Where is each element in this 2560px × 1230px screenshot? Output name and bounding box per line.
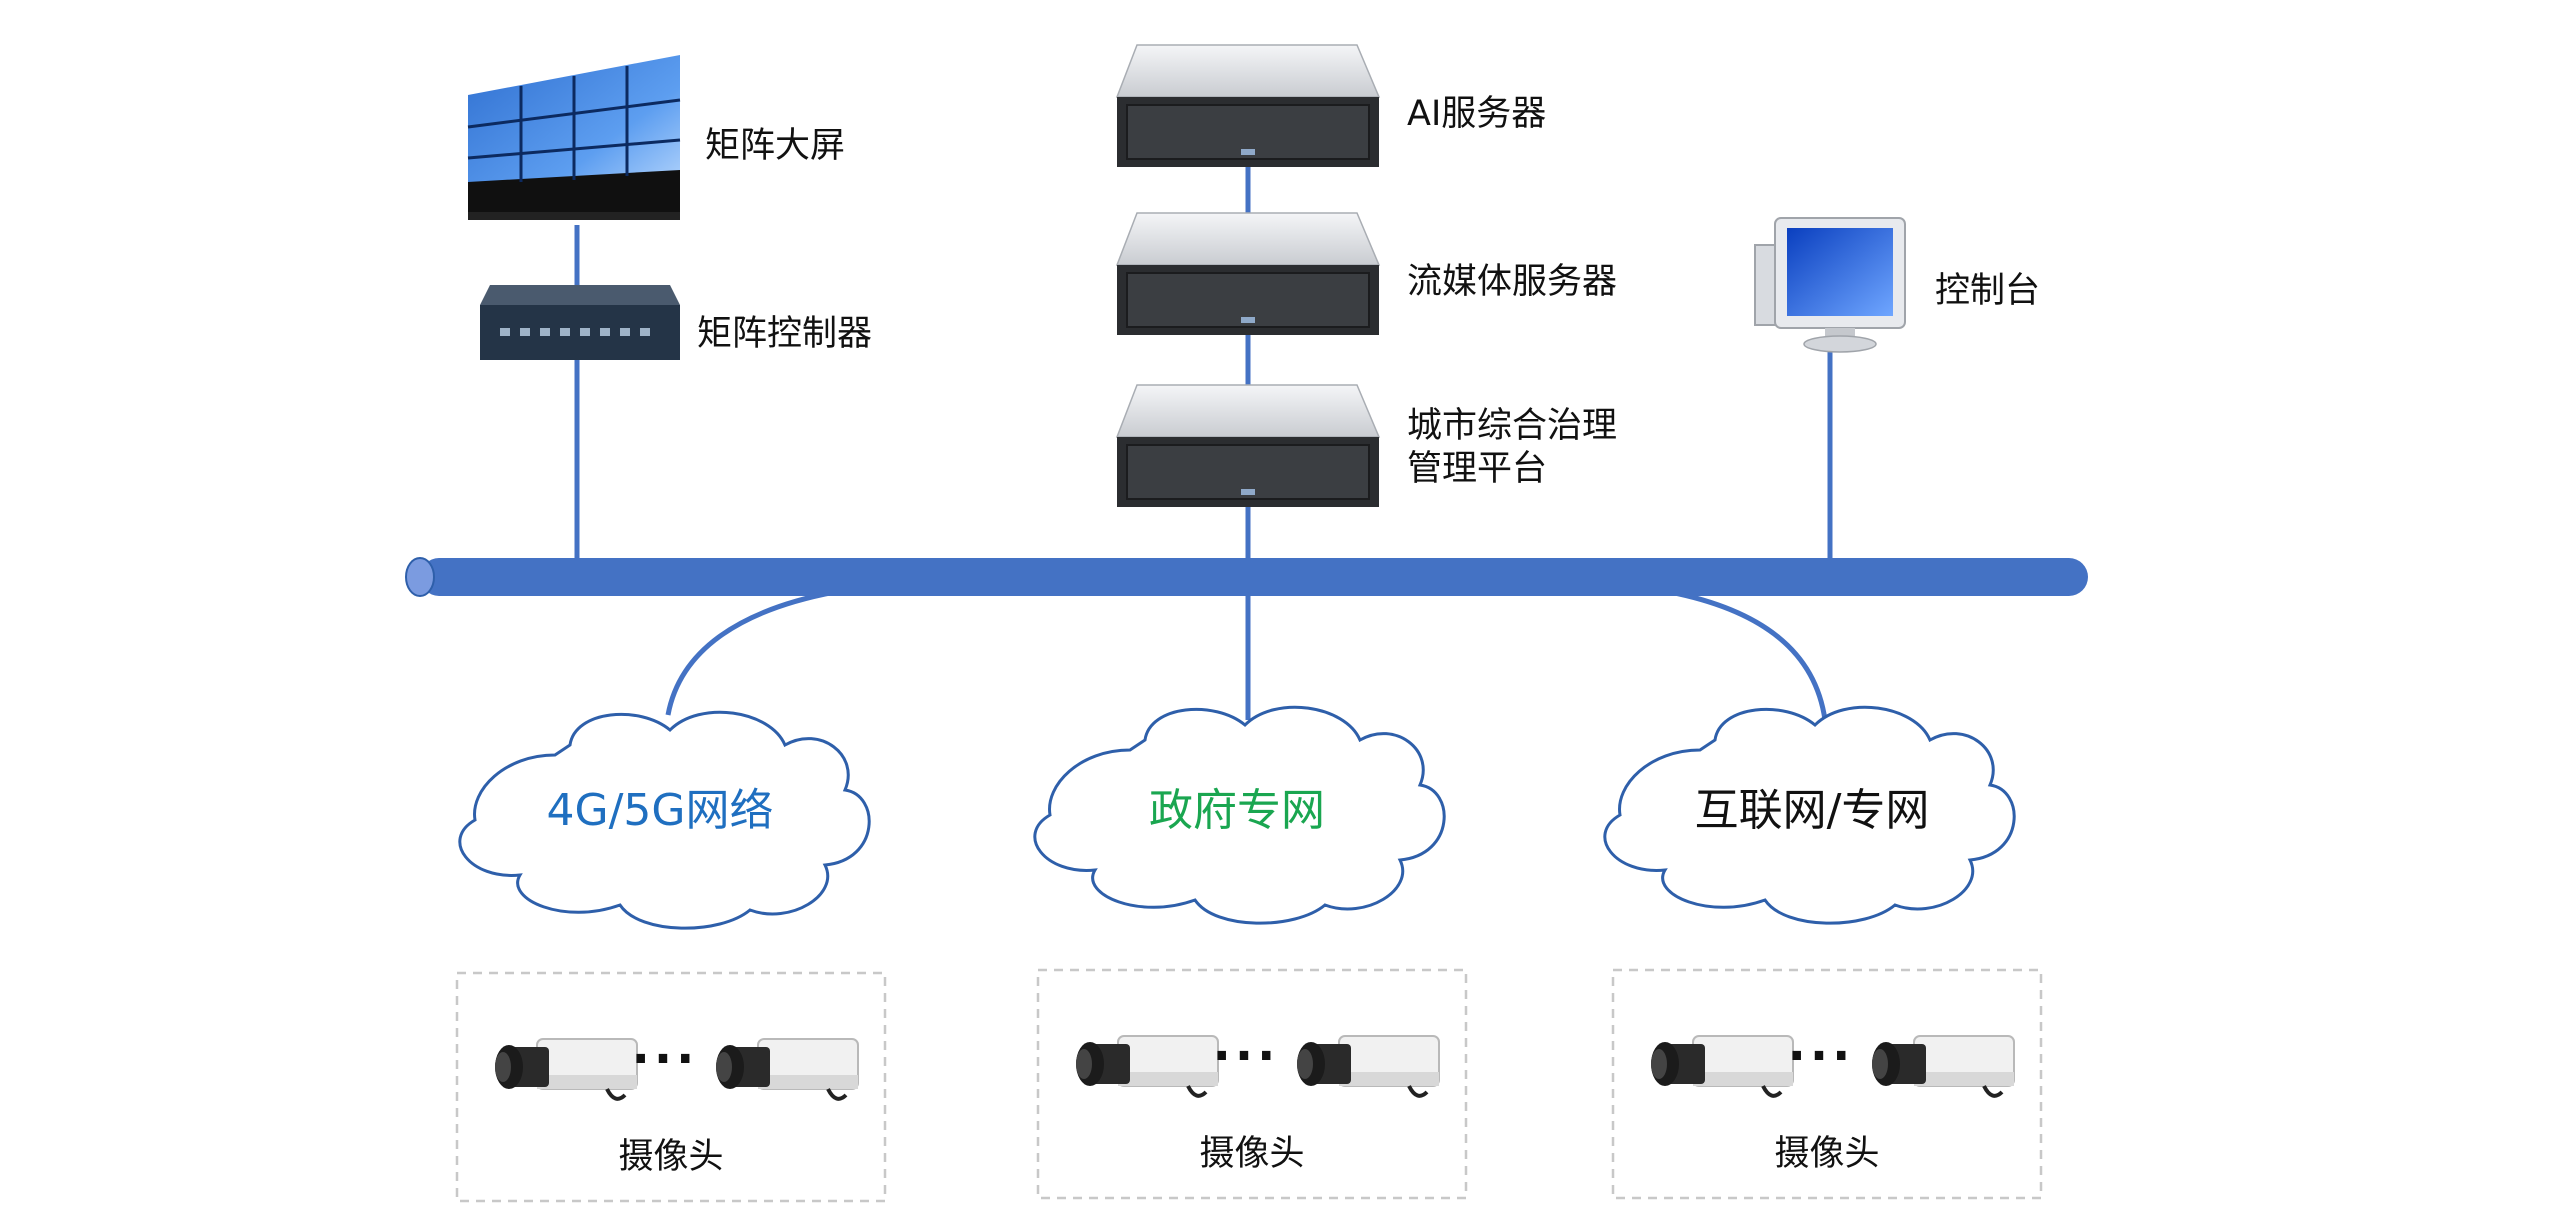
label-matrix-screen: 矩阵大屏 <box>705 126 845 166</box>
camera-group-label: 摄像头 <box>1199 1134 1304 1174</box>
camera-group-2: ··· 摄像头 <box>1036 968 1468 1200</box>
camera-ellipsis: ··· <box>1213 1028 1280 1084</box>
network-bus <box>405 557 2088 597</box>
camera-icon <box>1870 1034 2016 1098</box>
link-bus-internet-cloud <box>1669 589 1828 721</box>
link-lines <box>574 165 1833 721</box>
label-ai-server: AI服务器 <box>1407 94 1546 134</box>
ai-server-icon <box>1116 44 1380 168</box>
label-platform-line1: 城市综合治理 <box>1407 406 1617 446</box>
camera-icon <box>1649 1034 1795 1098</box>
cloud-label-4g-5g: 4G/5G网络 <box>546 785 773 836</box>
camera-icon <box>714 1037 860 1101</box>
console-monitor-icon <box>1754 217 1906 353</box>
cloud-label-internet: 互联网/专网 <box>1695 785 1930 836</box>
camera-group-label: 摄像头 <box>618 1137 723 1177</box>
camera-group-label: 摄像头 <box>1774 1134 1879 1174</box>
cloud-4g-5g: 4G/5G网络 <box>458 710 871 930</box>
cloud-government: 政府专网 <box>1033 705 1446 925</box>
camera-icon <box>493 1037 639 1101</box>
cloud-internet: 互联网/专网 <box>1603 705 2016 925</box>
label-console: 控制台 <box>1935 271 2040 311</box>
camera-ellipsis: ··· <box>1788 1028 1855 1084</box>
label-matrix-controller: 矩阵控制器 <box>697 314 872 354</box>
camera-icon <box>1074 1034 1220 1098</box>
camera-group-3: ··· 摄像头 <box>1611 968 2043 1200</box>
matrix-controller-icon <box>480 285 680 360</box>
camera-group-1: ··· 摄像头 <box>455 971 887 1203</box>
stream-server-icon <box>1116 212 1380 336</box>
link-bus-4g-cloud <box>665 589 836 716</box>
cloud-label-government: 政府专网 <box>1149 785 1325 836</box>
label-stream-server: 流媒体服务器 <box>1407 262 1617 302</box>
platform-server-icon <box>1116 384 1380 508</box>
video-wall-icon <box>467 55 681 220</box>
camera-icon <box>1295 1034 1441 1098</box>
label-platform-line2: 管理平台 <box>1407 449 1547 489</box>
camera-ellipsis: ··· <box>632 1031 699 1087</box>
